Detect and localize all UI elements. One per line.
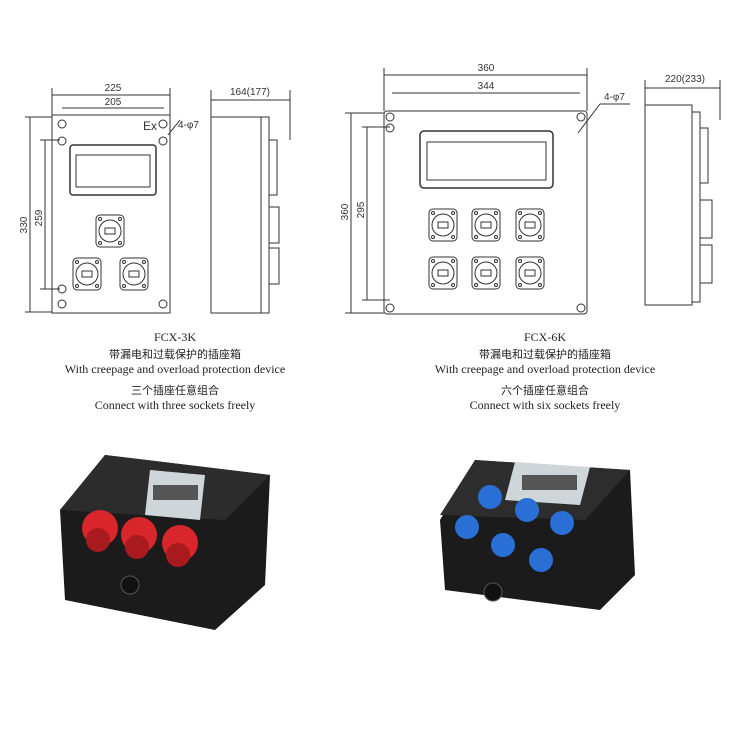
dim-360-height: 360	[340, 203, 351, 220]
subtitle-en: Connect with six sockets freely	[469, 398, 621, 412]
fcx-3k-caption: FCX-3K 带漏电和过载保护的插座箱 With creepage and ov…	[40, 330, 310, 412]
model-name: FCX-3K	[153, 330, 196, 344]
subtitle-en: Connect with three sockets freely	[94, 398, 256, 412]
fcx-6k-side-view	[644, 80, 721, 306]
title-en: With creepage and overload protection de…	[64, 362, 286, 376]
title-en: With creepage and overload protection de…	[434, 362, 656, 376]
dim-360: 360	[478, 63, 495, 74]
subtitle-zh: 三个插座任意组合	[131, 384, 219, 397]
dim-225: 225	[105, 83, 122, 94]
fcx-3k-front-view	[25, 88, 181, 314]
subtitle-zh: 六个插座任意组合	[501, 384, 589, 397]
title-zh: 带漏电和过载保护的插座箱	[109, 348, 241, 361]
fcx-3k-side-view	[210, 90, 291, 314]
dim-295: 295	[356, 201, 367, 218]
fcx-6k-product-photo	[440, 460, 635, 610]
title-zh: 带漏电和过载保护的插座箱	[479, 348, 611, 361]
ex-mark: Ex	[143, 119, 157, 133]
dim-depth: 164(177)	[230, 87, 270, 98]
fcx-6k-front-view	[345, 68, 630, 315]
dim-depth: 220(233)	[665, 74, 705, 85]
dim-holes: 4-φ7	[178, 120, 199, 131]
fcx-3k-product-photo	[60, 455, 270, 630]
model-name: FCX-6K	[523, 330, 566, 344]
dim-259: 259	[34, 209, 45, 226]
fcx-6k-caption: FCX-6K 带漏电和过载保护的插座箱 With creepage and ov…	[395, 330, 695, 412]
dim-344: 344	[478, 81, 495, 92]
dim-205: 205	[105, 97, 122, 108]
dim-holes: 4-φ7	[604, 92, 625, 103]
dim-330: 330	[19, 216, 30, 233]
